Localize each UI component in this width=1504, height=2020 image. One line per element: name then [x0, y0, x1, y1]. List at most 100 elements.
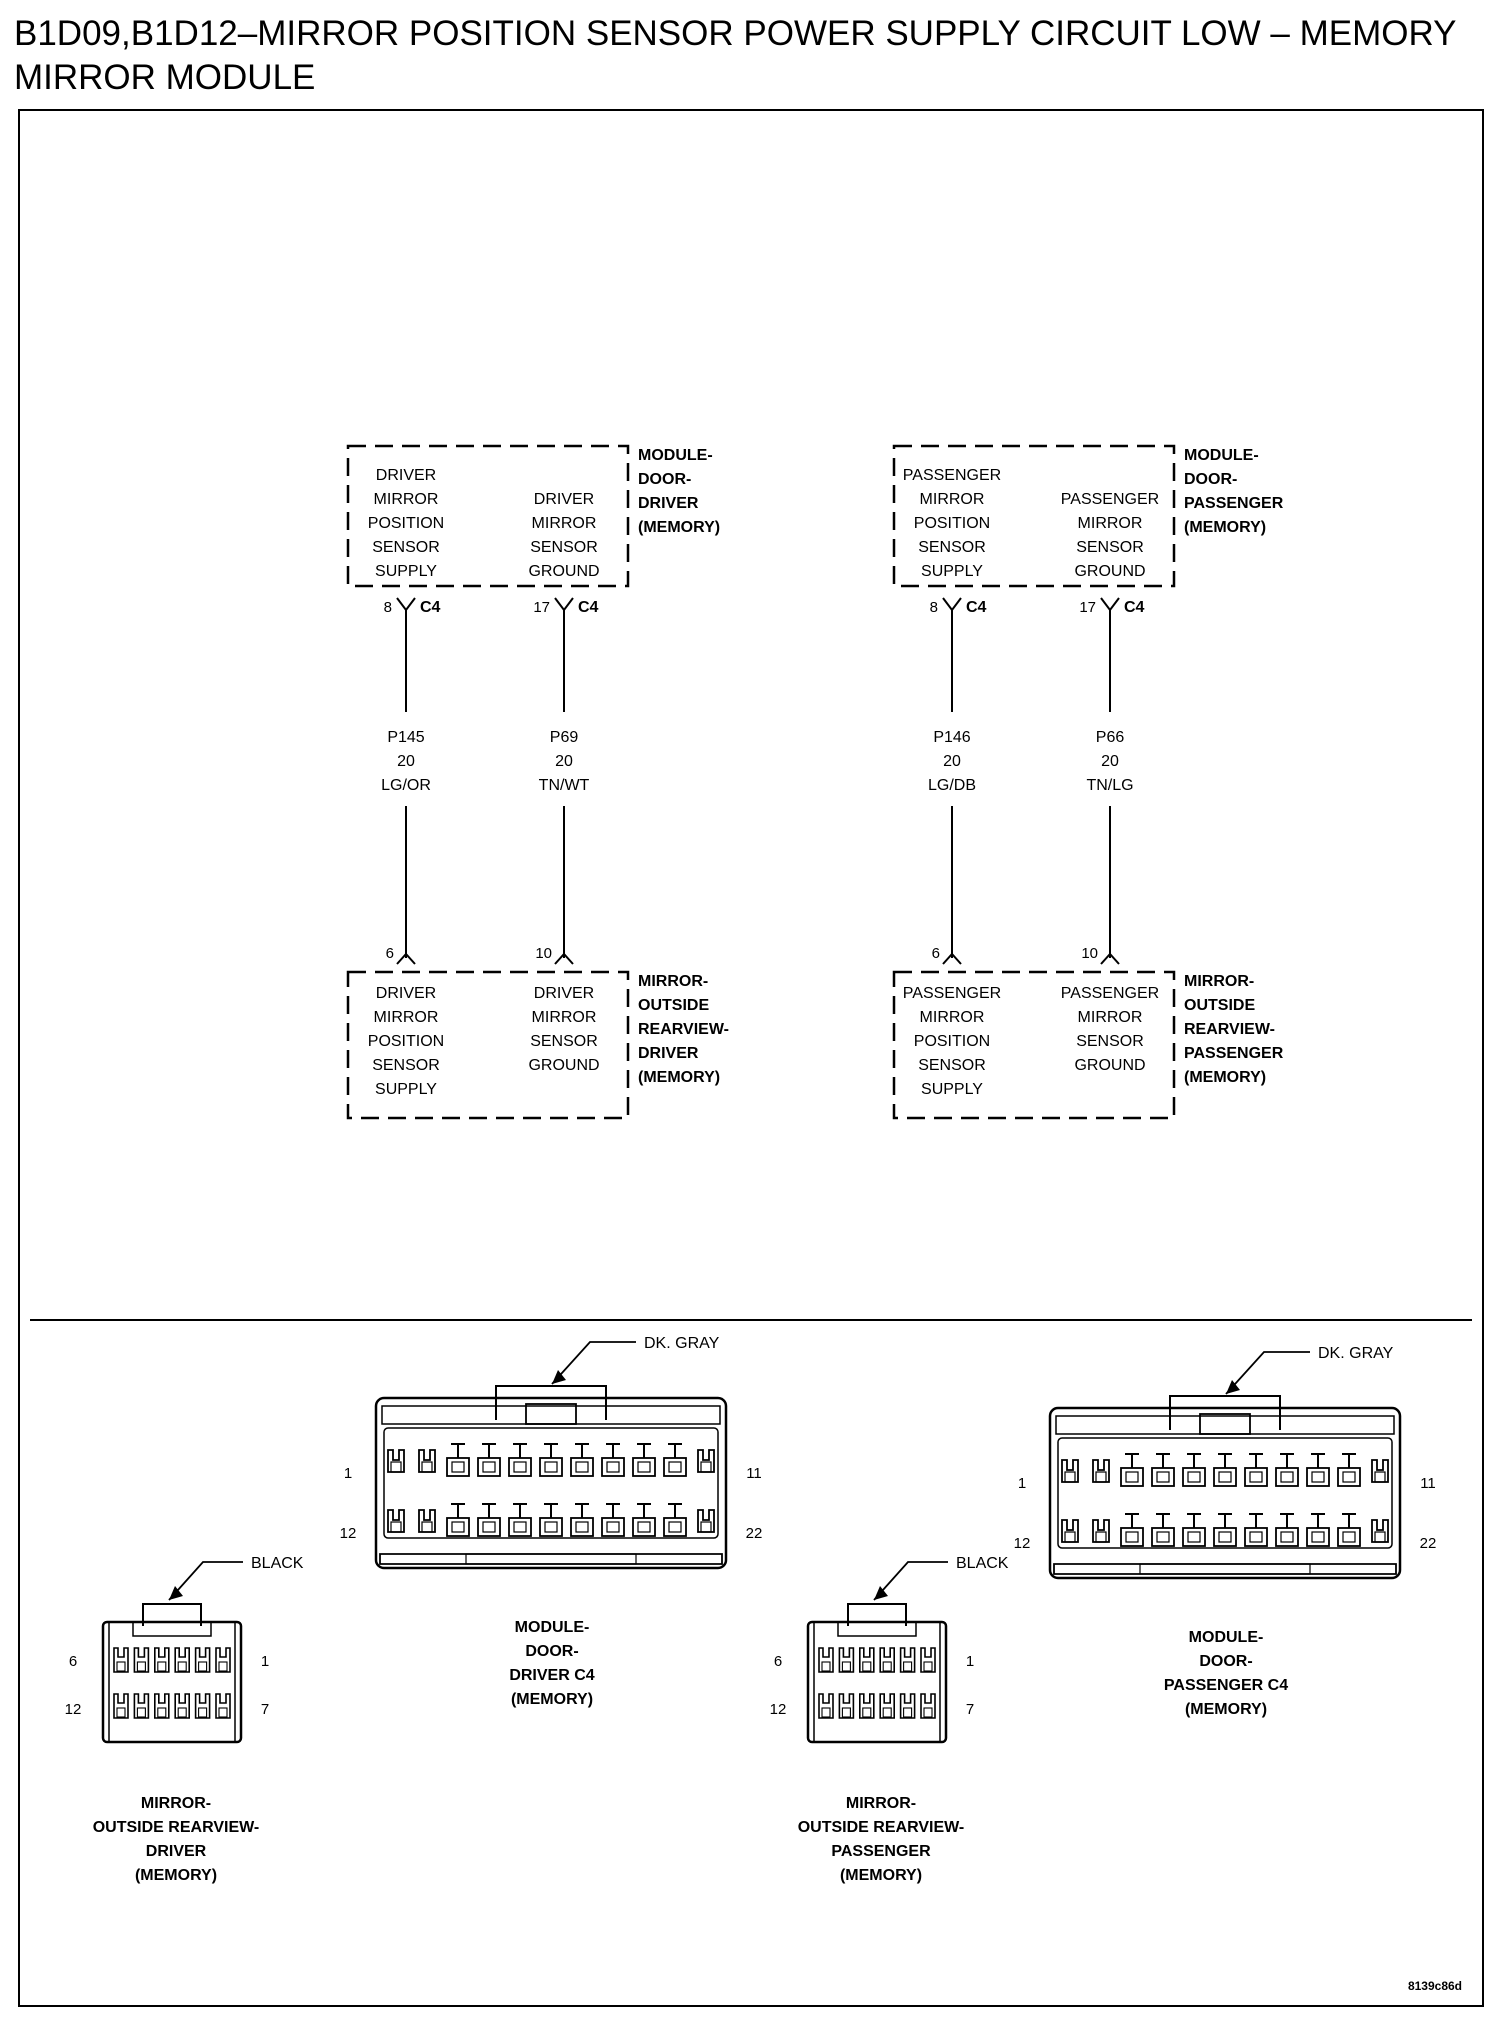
terminal-hook: [387, 1449, 405, 1473]
terminal-inner: [862, 1707, 872, 1718]
connector-id: C4: [966, 599, 987, 616]
terminal-cavity: [1213, 1527, 1237, 1547]
connector-key: [1139, 1563, 1311, 1575]
wire-label: 20: [943, 753, 961, 770]
terminal-cavity: [601, 1517, 625, 1537]
bottom-pin-number: 10: [1081, 945, 1098, 962]
terminal-latch: [1342, 1453, 1356, 1468]
terminal-inner: [198, 1707, 208, 1718]
terminal-cavity: [1182, 1467, 1206, 1487]
terminal-latch: [1311, 1453, 1325, 1468]
top-left-function-label: SENSOR: [372, 539, 440, 556]
terminal-hook: [1092, 1519, 1110, 1543]
terminal-hook: [838, 1647, 855, 1673]
terminal-hook: [154, 1647, 170, 1673]
bottom-right-function-label: GROUND: [528, 1057, 599, 1074]
pin-number-top-left: 6: [774, 1653, 782, 1670]
terminal-hook: [194, 1647, 211, 1673]
callout-arrowhead: [552, 1370, 566, 1384]
bottom-left-function-label: SENSOR: [918, 1057, 986, 1074]
bottom-pin-number: 10: [535, 945, 552, 962]
terminal-hook: [818, 1647, 834, 1673]
terminal-latch: [1280, 1513, 1294, 1528]
terminal-cavity: [1120, 1467, 1144, 1487]
terminal-hook: [215, 1647, 231, 1673]
terminal-inner: [1374, 1531, 1386, 1543]
terminal-inner: [1342, 1471, 1356, 1483]
terminal-hook: [154, 1693, 170, 1719]
pin-number-bottom-right: 7: [966, 1701, 974, 1718]
terminal-inner: [1064, 1531, 1076, 1543]
terminal-cavity: [1275, 1467, 1299, 1487]
pin-number-bottom-left: 12: [770, 1701, 787, 1718]
callout-leader: [168, 1561, 243, 1601]
bottom-left-function-label: POSITION: [368, 1033, 444, 1050]
connector-face: [383, 1427, 719, 1539]
wire-label: 20: [1101, 753, 1119, 770]
terminal-inner: [177, 1707, 187, 1718]
bottom-right-function-label: PASSENGER: [1061, 985, 1159, 1002]
terminal-latch: [1249, 1513, 1263, 1528]
wire-label: 20: [555, 753, 573, 770]
latch-tab: [1199, 1413, 1251, 1435]
pin-number-top-right: 11: [746, 1465, 762, 1482]
bottom-module-name: REARVIEW-: [1184, 1021, 1275, 1038]
wire-label: P145: [387, 729, 424, 746]
bottom-left-function-label: PASSENGER: [903, 985, 1001, 1002]
terminal-cavity: [539, 1457, 563, 1477]
terminal-inner: [923, 1661, 933, 1672]
bottom-module-name: PASSENGER: [1184, 1045, 1284, 1062]
terminal-cavity: [632, 1457, 656, 1477]
callout-leader: [873, 1561, 948, 1601]
top-left-function-label: SUPPLY: [921, 563, 983, 580]
terminal-inner: [390, 1521, 402, 1533]
terminal-cavity: [1213, 1467, 1237, 1487]
terminal-inner: [903, 1661, 913, 1672]
terminal-latch: [544, 1443, 558, 1458]
terminal-latch: [1218, 1513, 1232, 1528]
figure-id: 8139c86d: [1408, 1979, 1462, 1993]
connector-caption: (MEMORY): [1185, 1701, 1267, 1718]
terminal-hook: [1061, 1459, 1079, 1483]
terminal-inner: [544, 1461, 558, 1473]
top-pin-number: 17: [533, 599, 550, 616]
terminal-cavity: [570, 1457, 594, 1477]
terminal-inner: [482, 1521, 496, 1533]
terminal-inner: [1187, 1531, 1201, 1543]
terminal-inner: [1249, 1471, 1263, 1483]
diagram-frame: [18, 109, 1484, 2007]
terminal-hook: [133, 1647, 150, 1673]
bottom-module-name: MIRROR-: [638, 973, 708, 990]
top-module-name: DOOR-: [638, 471, 691, 488]
connector-caption: DOOR-: [525, 1643, 578, 1660]
connector-id: C4: [578, 599, 599, 616]
terminal-hook: [879, 1647, 895, 1673]
terminal-latch: [1125, 1453, 1139, 1468]
terminal-cavity: [1306, 1467, 1330, 1487]
terminal-inner: [821, 1707, 831, 1718]
terminal-inner: [882, 1661, 892, 1672]
terminal-cavity: [1120, 1527, 1144, 1547]
terminal-inner: [1095, 1471, 1107, 1483]
terminal-cavity: [663, 1517, 687, 1537]
terminal-latch: [575, 1503, 589, 1518]
connector-body: [101, 1620, 243, 1744]
terminal-latch: [1249, 1453, 1263, 1468]
callout-leader: [551, 1341, 636, 1385]
terminal-hook: [418, 1449, 436, 1473]
schematic-driver: DRIVERMIRRORPOSITIONSENSORSUPPLYDRIVERMI…: [346, 444, 729, 1120]
terminal-hook: [818, 1693, 834, 1719]
terminal-latch: [637, 1503, 651, 1518]
terminal-hook: [697, 1449, 715, 1473]
top-left-function-label: SENSOR: [918, 539, 986, 556]
terminal-hook: [387, 1509, 405, 1533]
terminal-inner: [218, 1707, 228, 1718]
terminal-inner: [451, 1521, 465, 1533]
terminal-hook: [879, 1693, 895, 1719]
terminal-latch: [1125, 1513, 1139, 1528]
wire-label: LG/DB: [928, 777, 976, 794]
connector-color-label: BLACK: [956, 1555, 1009, 1572]
